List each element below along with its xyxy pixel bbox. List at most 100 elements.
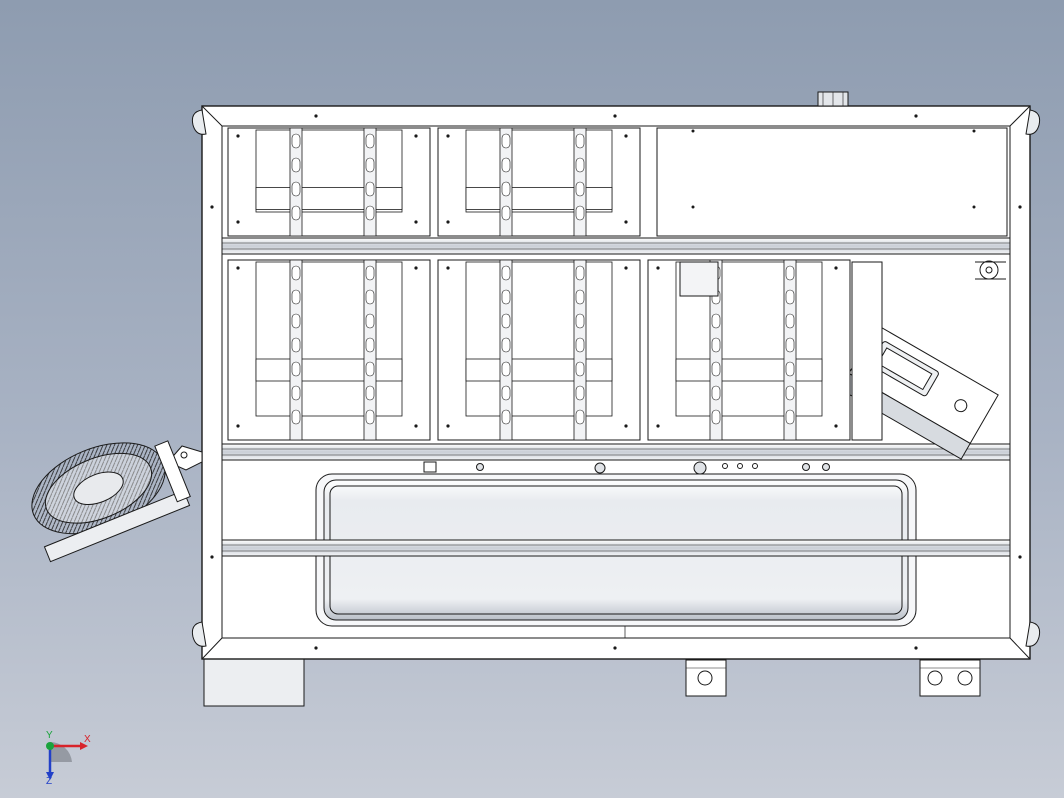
chain-link	[291, 157, 301, 173]
chain-link	[365, 337, 375, 353]
top-right-panel	[656, 127, 1008, 237]
horizontal-rail	[221, 443, 1011, 461]
module-screw	[446, 220, 450, 224]
triad-x-label: X	[84, 734, 91, 745]
module-screw	[236, 134, 240, 138]
motor-block	[679, 261, 719, 297]
frame-screws	[210, 114, 1022, 650]
module-screw	[624, 220, 628, 224]
chain-link	[711, 337, 721, 353]
module-screw	[656, 266, 660, 270]
chain-link	[365, 313, 375, 329]
module-crossbar	[675, 358, 823, 382]
chain-link	[291, 181, 301, 197]
chain-link	[501, 313, 511, 329]
chain-link	[365, 265, 375, 281]
chain-link	[365, 361, 375, 377]
chain-link	[785, 313, 795, 329]
triad-graphic	[46, 741, 88, 780]
module-crossbar	[465, 358, 613, 382]
chain-link	[365, 205, 375, 221]
chain-link	[291, 265, 301, 281]
chain-link	[711, 409, 721, 425]
module-screw	[236, 424, 240, 428]
chain-link	[291, 409, 301, 425]
chain-link	[785, 409, 795, 425]
coordinate-triad: X Y Z	[36, 728, 106, 788]
mounting-bracket	[685, 659, 727, 697]
module-screw	[414, 134, 418, 138]
chain-link	[711, 385, 721, 401]
chain-link	[575, 361, 585, 377]
chain-link	[575, 289, 585, 305]
module-screw	[656, 424, 660, 428]
triad-z-label: Z	[46, 776, 53, 787]
chain-link	[501, 289, 511, 305]
module-screw	[446, 134, 450, 138]
chain-link	[291, 337, 301, 353]
module-crossbar	[255, 186, 403, 210]
chain-link	[575, 265, 585, 281]
module-window	[465, 261, 613, 417]
module-crossbar	[465, 186, 613, 210]
module-screw	[414, 266, 418, 270]
vertical-profile	[851, 261, 883, 441]
chain-link	[785, 385, 795, 401]
base-block	[203, 656, 305, 707]
chain-link	[365, 181, 375, 197]
chain-link	[785, 337, 795, 353]
chain-link	[365, 157, 375, 173]
module-screw	[236, 266, 240, 270]
mounting-bracket	[919, 659, 981, 697]
chain-link	[575, 337, 585, 353]
module-screw	[834, 424, 838, 428]
module-screw	[624, 134, 628, 138]
module-screw	[834, 266, 838, 270]
chain-link	[501, 133, 511, 149]
chain-link	[365, 409, 375, 425]
module-window	[255, 261, 403, 417]
chain-link	[291, 289, 301, 305]
chain-link	[365, 133, 375, 149]
chain-link	[501, 361, 511, 377]
chain-link	[365, 289, 375, 305]
chain-link	[291, 205, 301, 221]
chain-link	[711, 313, 721, 329]
chain-link	[575, 205, 585, 221]
chain-link	[501, 409, 511, 425]
chain-link	[575, 313, 585, 329]
module-screw	[446, 266, 450, 270]
horizontal-rail	[221, 237, 1011, 255]
module-screw	[414, 424, 418, 428]
triad-y-label: Y	[46, 730, 53, 741]
module-screw	[236, 220, 240, 224]
rail-hardware	[423, 461, 830, 475]
module-screw	[446, 424, 450, 428]
chain-link	[785, 265, 795, 281]
chain-link	[365, 385, 375, 401]
chain-link	[575, 157, 585, 173]
chain-link	[291, 133, 301, 149]
module-screw	[414, 220, 418, 224]
chain-link	[575, 409, 585, 425]
chain-link	[575, 385, 585, 401]
chain-link	[575, 181, 585, 197]
chain-link	[501, 385, 511, 401]
module-screw	[624, 266, 628, 270]
chain-link	[785, 289, 795, 305]
chain-link	[711, 361, 721, 377]
chain-link	[575, 133, 585, 149]
chain-link	[501, 181, 511, 197]
chain-link	[501, 205, 511, 221]
card-slot-modules	[227, 127, 883, 441]
chain-link	[291, 361, 301, 377]
module-crossbar	[255, 358, 403, 382]
chain-link	[501, 157, 511, 173]
chain-link	[501, 337, 511, 353]
chain-link	[291, 313, 301, 329]
chain-link	[785, 361, 795, 377]
chain-link	[291, 385, 301, 401]
chain-link	[501, 265, 511, 281]
module-screw	[624, 424, 628, 428]
